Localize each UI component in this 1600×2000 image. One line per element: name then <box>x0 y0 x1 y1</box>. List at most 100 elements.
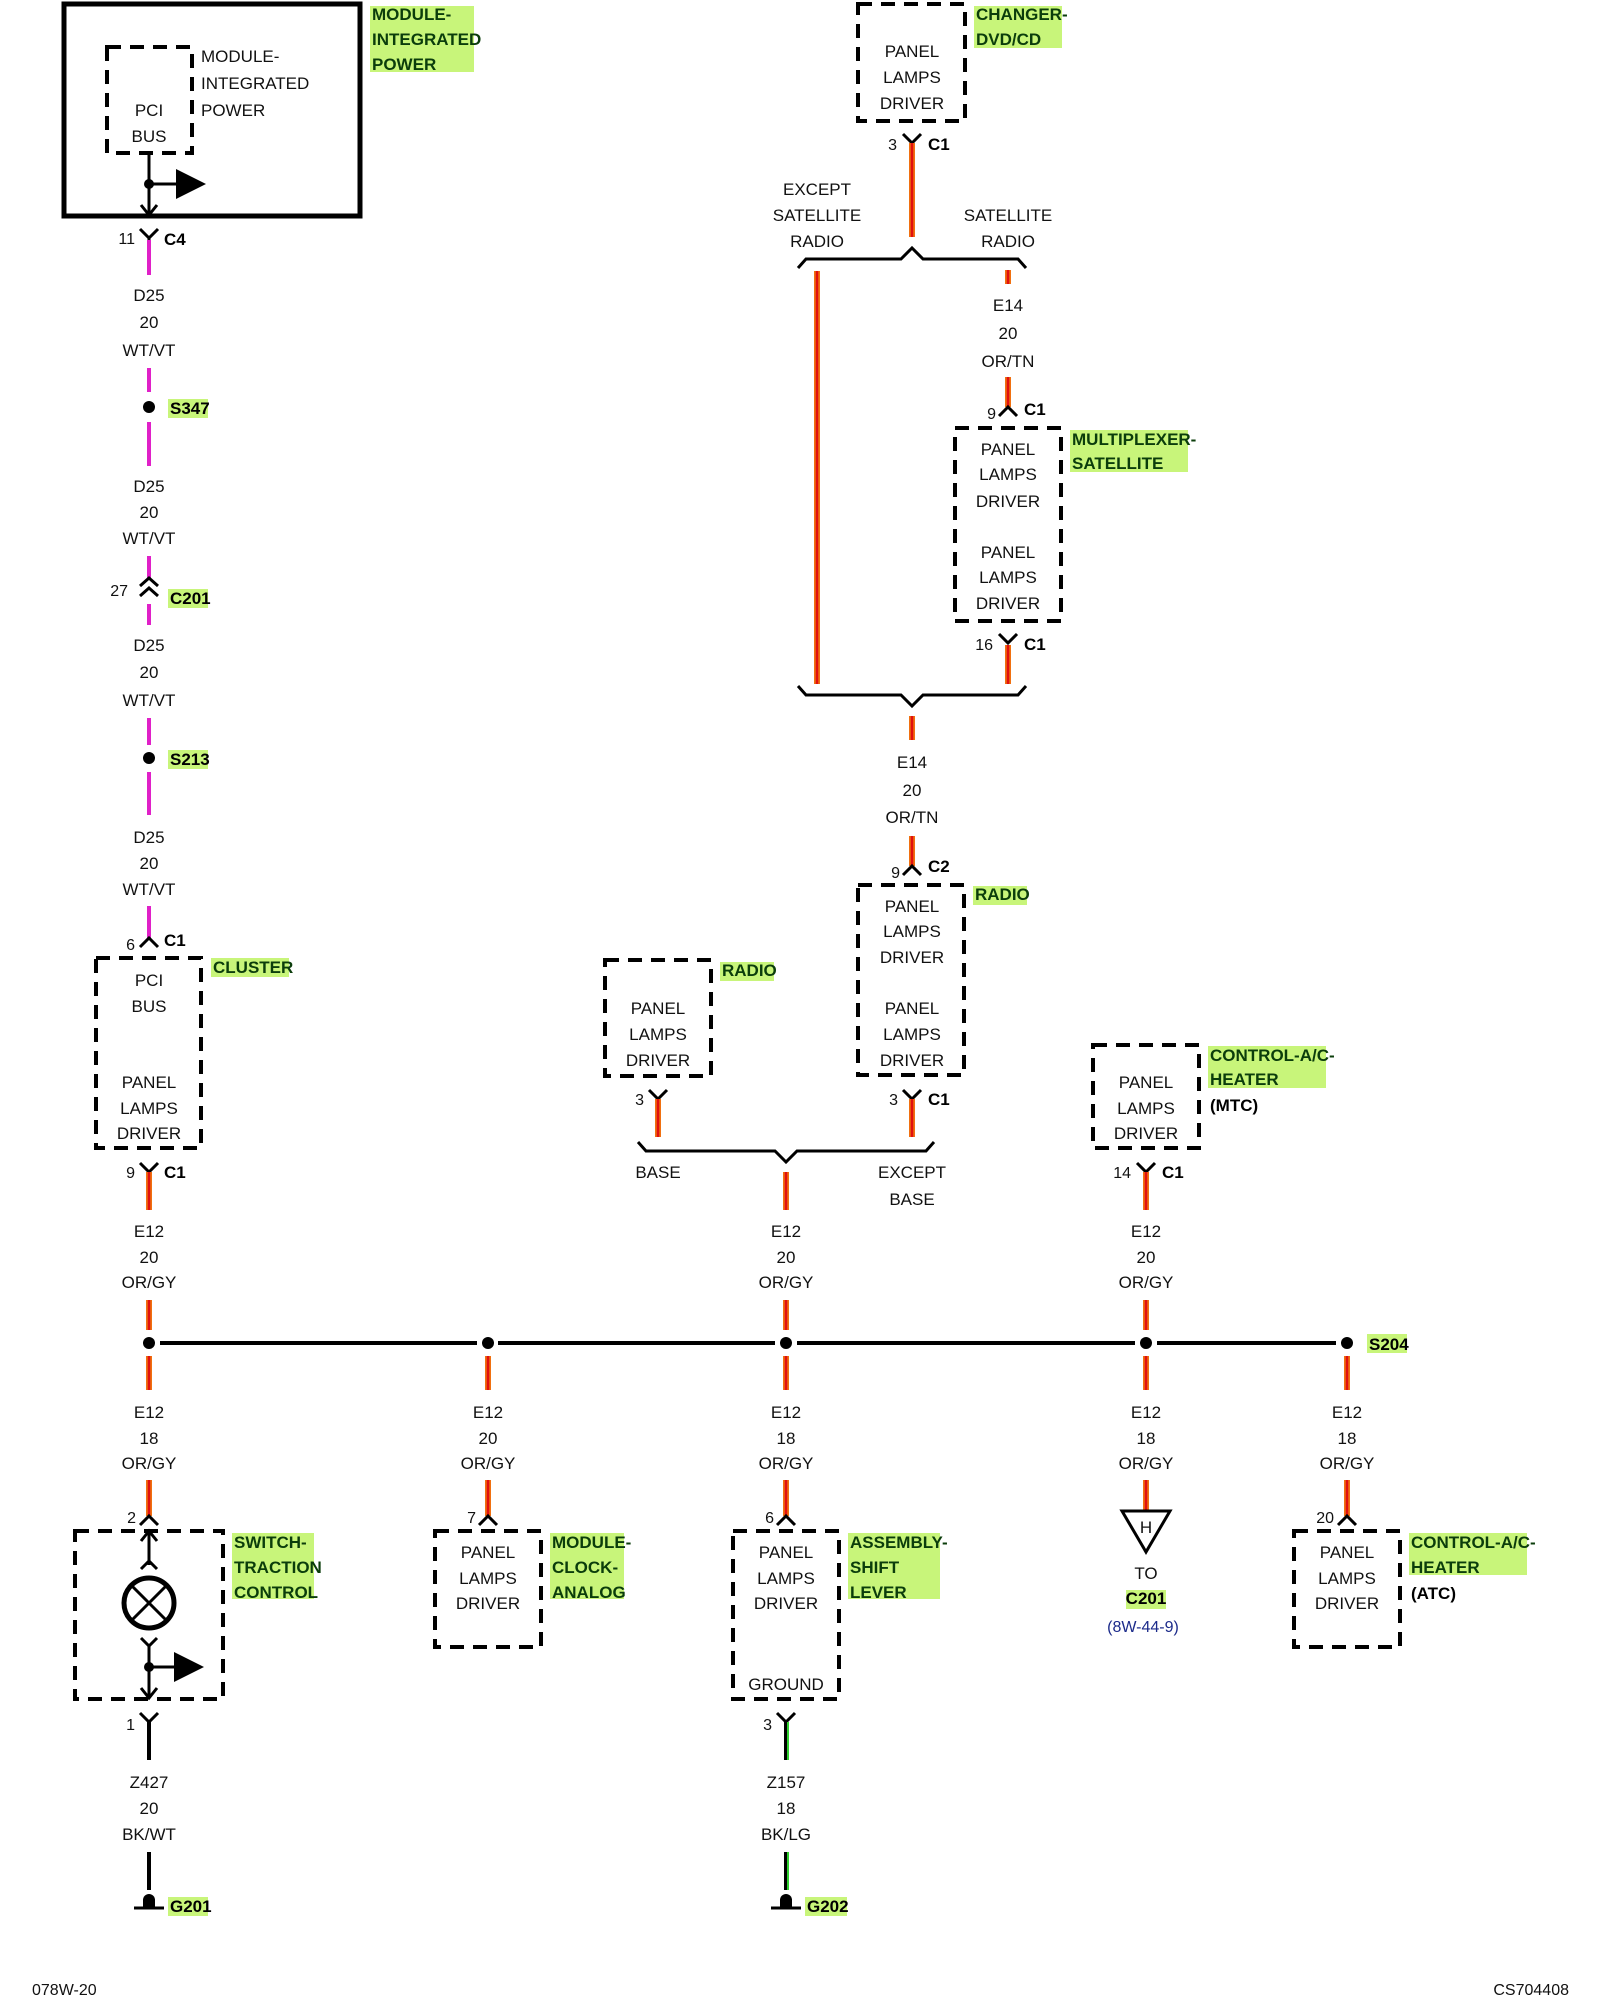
svg-text:20: 20 <box>777 1248 796 1267</box>
svg-text:C201: C201 <box>1126 1589 1167 1608</box>
svg-text:C201: C201 <box>170 589 211 608</box>
wire-label-e12-mtc: E12 20 OR/GY <box>1119 1222 1174 1292</box>
svg-text:MODULE-: MODULE- <box>552 1533 631 1552</box>
svg-text:27: 27 <box>110 583 128 600</box>
option-except-satellite: EXCEPT SATELLITE RADIO <box>773 180 862 251</box>
svg-text:3: 3 <box>763 1717 772 1734</box>
svg-text:BK/WT: BK/WT <box>122 1825 176 1844</box>
svg-text:CONTROL-A/C-: CONTROL-A/C- <box>1411 1533 1536 1552</box>
svg-text:9: 9 <box>126 1165 135 1182</box>
ipm-name-label: MODULE- INTEGRATED POWER <box>370 5 481 74</box>
svg-text:PANEL: PANEL <box>461 1543 516 1562</box>
svg-text:RADIO: RADIO <box>722 961 777 980</box>
svg-text:OR/GY: OR/GY <box>759 1454 814 1473</box>
svg-text:DRIVER: DRIVER <box>456 1594 520 1613</box>
svg-text:S347: S347 <box>170 399 210 418</box>
svg-text:C2: C2 <box>928 857 950 876</box>
svg-text:LAMPS: LAMPS <box>1318 1569 1376 1588</box>
svg-text:E12: E12 <box>134 1222 164 1241</box>
multiplexer-satellite: PANEL LAMPS DRIVER PANEL LAMPS DRIVER MU… <box>953 426 1196 623</box>
option-bracket-top <box>796 245 1028 269</box>
svg-text:OR/GY: OR/GY <box>1119 1273 1174 1292</box>
ipm-inner-label-1: MODULE- <box>201 47 279 66</box>
cluster-connector-out: 9 C1 <box>126 1161 186 1182</box>
splice-s204: S204 <box>1367 1334 1409 1354</box>
svg-text:DRIVER: DRIVER <box>1114 1124 1178 1143</box>
ground-g201: G201 <box>134 1894 212 1916</box>
svg-text:18: 18 <box>777 1429 796 1448</box>
module-clock-analog: PANEL LAMPS DRIVER MODULE- CLOCK- ANALOG <box>433 1529 631 1649</box>
inline-connector-c201: 27 C201 <box>110 575 211 608</box>
lamp-icon <box>121 1575 177 1631</box>
svg-text:3: 3 <box>888 137 897 154</box>
svg-text:E12: E12 <box>1332 1403 1362 1422</box>
ipm-bus: BUS <box>132 127 167 146</box>
svg-text:H: H <box>1140 1518 1152 1537</box>
svg-text:18: 18 <box>777 1799 796 1818</box>
traction-connector-in: 2 <box>127 1510 160 1527</box>
svg-text:2: 2 <box>127 1510 136 1527</box>
svg-text:E12: E12 <box>1131 1403 1161 1422</box>
svg-text:RADIO: RADIO <box>790 232 844 251</box>
svg-text:E14: E14 <box>993 296 1023 315</box>
svg-text:GROUND: GROUND <box>748 1675 824 1694</box>
svg-text:18: 18 <box>1338 1429 1357 1448</box>
radio-base-connector: 3 <box>635 1088 669 1109</box>
option-bracket-merge <box>796 685 1028 709</box>
svg-text:DRIVER: DRIVER <box>976 594 1040 613</box>
wire-label-d25-c: D25 20 WT/VT <box>123 636 176 710</box>
svg-text:3: 3 <box>889 1092 898 1109</box>
svg-text:16: 16 <box>975 637 993 654</box>
svg-text:WT/VT: WT/VT <box>123 341 176 360</box>
svg-text:C1: C1 <box>1024 400 1046 419</box>
svg-text:S204: S204 <box>1369 1335 1409 1354</box>
svg-text:DVD/CD: DVD/CD <box>976 30 1041 49</box>
svg-text:LEVER: LEVER <box>850 1583 907 1602</box>
atc-connector: 20 <box>1316 1510 1358 1527</box>
wire-label-e14-sat: E14 20 OR/TN <box>982 296 1035 371</box>
changer-connector: 3 C1 <box>888 132 950 154</box>
svg-text:OR/GY: OR/GY <box>1320 1454 1375 1473</box>
ground-icon <box>134 1894 164 1910</box>
svg-text:RADIO: RADIO <box>975 885 1030 904</box>
svg-text:CONTROL: CONTROL <box>234 1583 318 1602</box>
svg-text:20: 20 <box>140 663 159 682</box>
splice-s347: S347 <box>143 399 210 418</box>
radio-connector-in: 9 C2 <box>891 857 950 882</box>
svg-text:DRIVER: DRIVER <box>626 1051 690 1070</box>
svg-text:OR/GY: OR/GY <box>122 1273 177 1292</box>
svg-text:DRIVER: DRIVER <box>880 1051 944 1070</box>
svg-text:ANALOG: ANALOG <box>552 1583 626 1602</box>
svg-text:G201: G201 <box>170 1897 212 1916</box>
svg-text:CONTROL-A/C-: CONTROL-A/C- <box>1210 1046 1335 1065</box>
svg-text:20: 20 <box>1316 1510 1334 1527</box>
multiplexer-connector-in: 9 C1 <box>987 400 1046 423</box>
cluster: PCI BUS PANEL LAMPS DRIVER CLUSTER <box>94 956 293 1150</box>
svg-text:20: 20 <box>140 313 159 332</box>
svg-text:HEATER: HEATER <box>1411 1558 1480 1577</box>
clock-connector: 7 <box>467 1510 499 1527</box>
svg-text:CLOCK-: CLOCK- <box>552 1558 618 1577</box>
svg-text:MODULE-: MODULE- <box>372 5 451 24</box>
svg-text:PANEL: PANEL <box>1119 1073 1174 1092</box>
svg-text:SATELLITE: SATELLITE <box>1072 454 1163 473</box>
radio-connector-out: 3 C1 <box>889 1088 950 1109</box>
offpage-connector-h[interactable]: H TO C201 (8W-44-9) <box>1107 1509 1179 1636</box>
svg-text:CHANGER-: CHANGER- <box>976 5 1068 24</box>
svg-text:14: 14 <box>1113 1165 1131 1182</box>
svg-text:Z157: Z157 <box>767 1773 806 1792</box>
svg-text:LAMPS: LAMPS <box>120 1099 178 1118</box>
wire-label-e12-radio: E12 20 OR/GY <box>759 1222 814 1292</box>
svg-text:POWER: POWER <box>372 55 436 74</box>
wire-z157 <box>784 1722 789 1890</box>
svg-text:G202: G202 <box>807 1897 849 1916</box>
svg-text:SWITCH-: SWITCH- <box>234 1533 307 1552</box>
svg-text:PANEL: PANEL <box>759 1543 814 1562</box>
svg-text:18: 18 <box>140 1429 159 1448</box>
svg-text:SHIFT: SHIFT <box>850 1558 900 1577</box>
control-ac-heater-mtc: PANEL LAMPS DRIVER CONTROL-A/C- HEATER (… <box>1091 1043 1335 1150</box>
svg-text:PANEL: PANEL <box>981 440 1036 459</box>
shift-connector-in: 6 <box>765 1510 797 1527</box>
svg-text:D25: D25 <box>133 636 164 655</box>
